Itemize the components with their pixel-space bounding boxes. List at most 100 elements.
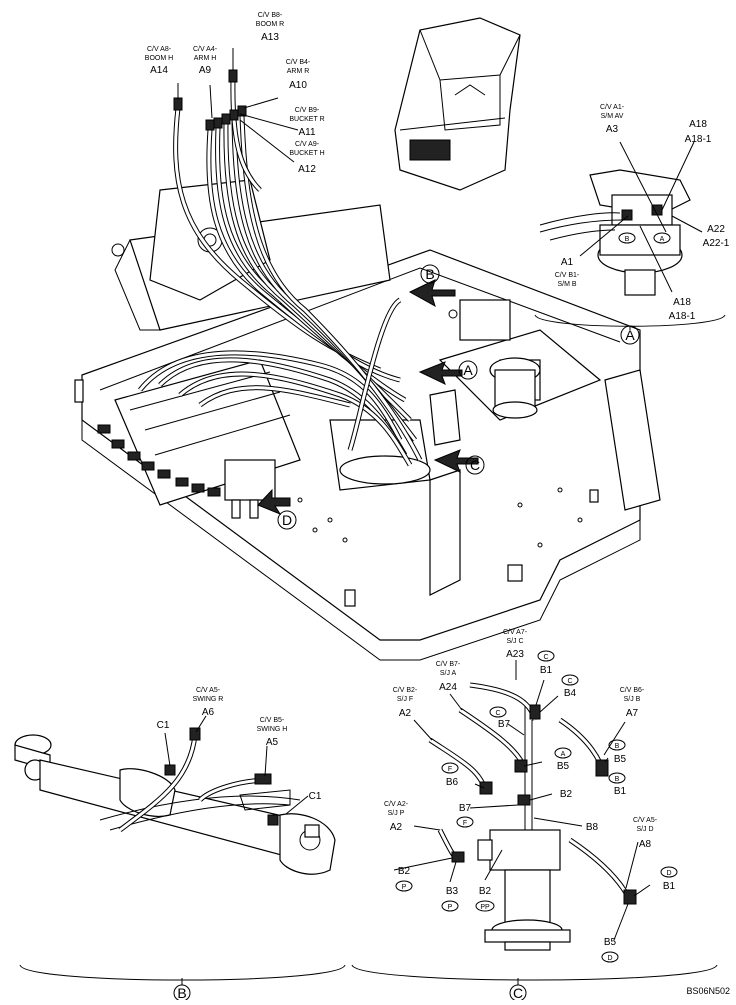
label-b1-d: B1 <box>663 881 676 892</box>
section-label-a: A <box>625 327 635 343</box>
callout-a5-sub1: C/V B5- <box>260 717 285 724</box>
callout-a6-code: A6 <box>202 707 215 718</box>
callout-a5-code: A5 <box>266 737 279 748</box>
callout-a1-code: A1 <box>561 257 574 268</box>
label-b8: B8 <box>586 822 599 833</box>
view-marker-a: A <box>463 362 473 378</box>
port-b-top: B <box>615 743 620 750</box>
label-c1-lower: C1 <box>309 791 322 802</box>
callout-a18-top-code2: A18-1 <box>685 134 712 145</box>
callout-a10-code: A10 <box>289 80 307 91</box>
callout-a2-bot-code: A2 <box>390 822 403 833</box>
callout-a1-sub1: C/V B1- <box>555 272 580 279</box>
machine-thumbnail <box>394 17 521 191</box>
port-circles: B A C C C B A B F F P P PP D D <box>395 232 678 963</box>
callout-a2-top-sub2: S/J F <box>397 696 413 703</box>
label-b3: B3 <box>446 886 459 897</box>
port-c-2: C <box>567 678 572 685</box>
port-pp: PP <box>480 904 490 911</box>
label-b5-a: B5 <box>557 761 570 772</box>
callout-a7-sub1: C/V B6- <box>620 687 645 694</box>
view-b-swing-cylinder <box>14 727 346 985</box>
port-c-3: C <box>495 710 500 717</box>
callout-a24-code: A24 <box>439 682 457 693</box>
label-c1-upper: C1 <box>157 720 170 731</box>
label-b7: B7 <box>498 719 511 730</box>
callout-a22-code2: A22-1 <box>703 238 730 249</box>
port-c-1: C <box>543 654 548 661</box>
callout-a9-sub2: ARM H <box>194 55 217 62</box>
callout-a10-sub1: C/V B4- <box>286 59 311 66</box>
port-f-1: F <box>448 766 452 773</box>
callout-a2-top-sub1: C/V B2- <box>393 687 418 694</box>
view-marker-b: B <box>425 266 434 282</box>
callout-a24-sub2: S/J A <box>440 670 457 677</box>
callout-a9-sub1: C/V A4- <box>193 46 218 53</box>
view-c-swivel-joint <box>351 682 718 985</box>
port-a-mid: A <box>561 751 566 758</box>
port-p-2: P <box>448 904 453 911</box>
port-d-2: D <box>607 955 612 962</box>
view-marker-c: C <box>470 457 480 473</box>
callout-a12-sub1: C/V A9- <box>295 141 320 148</box>
port-inset-a: A <box>660 236 665 243</box>
port-f-2: F <box>463 820 467 827</box>
callout-a2-bot-sub2: S/J P <box>388 810 405 817</box>
label-b2-p: B2 <box>398 866 411 877</box>
callout-a3-sub1: C/V A1- <box>600 104 625 111</box>
view-marker-d: D <box>282 512 292 528</box>
callout-a7-sub2: S/J B <box>624 696 641 703</box>
label-b6: B6 <box>446 777 459 788</box>
callout-a13-code: A13 <box>261 32 279 43</box>
label-b7-f: B7 <box>459 803 472 814</box>
label-b5-d: B5 <box>604 937 617 948</box>
label-b5-b: B5 <box>614 754 627 765</box>
callout-a13-sub2: BOOM R <box>256 21 284 28</box>
callout-a2-top-code: A2 <box>399 708 412 719</box>
callout-a5-sub2: SWING H <box>257 726 288 733</box>
port-p-1: P <box>402 884 407 891</box>
label-b4: B4 <box>564 688 577 699</box>
callout-a24-sub1: C/V B7- <box>436 661 461 668</box>
control-valve-bank <box>97 359 301 519</box>
port-inset-b: B <box>625 236 630 243</box>
callout-a9-code: A9 <box>199 65 212 76</box>
drawing-code: BS06N502 <box>686 986 730 996</box>
callout-a18-top-code: A18 <box>689 119 707 130</box>
section-label-c: C <box>513 985 523 1000</box>
section-label-b: B <box>177 985 186 1000</box>
callout-a22-code: A22 <box>707 224 725 235</box>
callout-a8-sub2: S/J D <box>636 826 653 833</box>
callout-a3-code: A3 <box>606 124 619 135</box>
label-b2-pp: B2 <box>479 886 492 897</box>
callout-a7-code: A7 <box>626 708 639 719</box>
swing-motor <box>448 299 541 419</box>
callout-a13-sub1: C/V B8- <box>258 12 283 19</box>
callout-a14-code: A14 <box>150 65 168 76</box>
callout-a11-sub2: BUCKET R <box>289 116 324 123</box>
callout-a11-code: A11 <box>298 127 315 138</box>
port-b-low: B <box>615 776 620 783</box>
callout-a8-sub1: C/V A5- <box>633 817 658 824</box>
callout-a6-sub1: C/V A5- <box>196 687 221 694</box>
callout-a10-sub2: ARM R <box>287 68 310 75</box>
callout-a14-sub1: C/V A8- <box>147 46 172 53</box>
label-b1-b: B1 <box>614 786 627 797</box>
callout-a3-sub2: S/M AV <box>601 113 624 120</box>
view-markers: A B C D <box>277 264 485 530</box>
label-b2-right: B2 <box>560 789 573 800</box>
callout-a11-sub1: C/V B9- <box>295 107 320 114</box>
leader-lines <box>164 48 703 941</box>
callout-a8-code: A8 <box>639 839 652 850</box>
callout-a23-sub2: S/J C <box>506 638 523 645</box>
callout-a18-bot-code: A18 <box>673 297 691 308</box>
hose-bundle <box>138 69 423 467</box>
callout-a18-bot-code2: A18-1 <box>669 311 696 322</box>
callout-a23-code: A23 <box>506 649 524 660</box>
callout-a1-sub2: S/M B <box>557 281 576 288</box>
callout-a23-sub1: C/V A7- <box>503 629 528 636</box>
callout-a2-bot-sub1: C/V A2- <box>384 801 409 808</box>
port-d-1: D <box>666 870 671 877</box>
